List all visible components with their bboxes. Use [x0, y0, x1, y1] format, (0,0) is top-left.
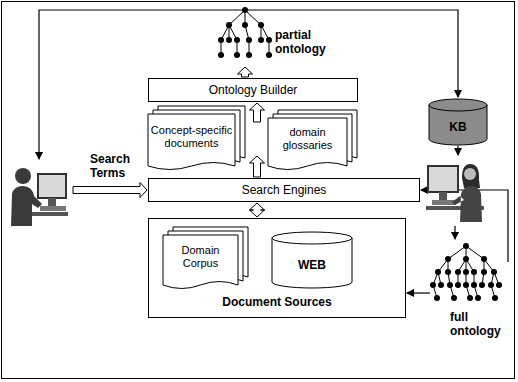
- shape-outline: [215, 4, 333, 66]
- document-page: [268, 118, 347, 170]
- document-page: [163, 235, 238, 289]
- tree-node: [455, 269, 461, 275]
- tree-node: [246, 37, 252, 43]
- document-stack: Concept-specific documents: [148, 106, 246, 172]
- source-group: Document Sources Domain Corpus WEB: [148, 218, 406, 318]
- hollow-arrow: [238, 67, 253, 77]
- node-text: Document Sources: [149, 295, 405, 309]
- head: [15, 168, 31, 184]
- node-text: WEB: [271, 245, 353, 285]
- tree-node: [488, 282, 494, 288]
- head: [464, 168, 476, 180]
- flow-arrow: [454, 226, 455, 239]
- tree-branch: [229, 10, 245, 25]
- keyboard: [40, 206, 66, 211]
- edge-label: Search Terms: [89, 152, 131, 180]
- tree-node: [258, 22, 264, 28]
- tree-node: [226, 22, 232, 28]
- shape-outline: [8, 160, 70, 228]
- engineer-icon: [424, 156, 486, 226]
- tree-node: [463, 282, 469, 288]
- tree-node: [492, 295, 498, 301]
- cylinder-body: [272, 238, 352, 288]
- tree-node: [266, 52, 272, 58]
- hollow-arrow: [250, 203, 265, 217]
- flow-arrow: [407, 292, 430, 293]
- node-text: Ontology Builder: [209, 83, 298, 97]
- tree-node: [258, 37, 264, 43]
- document-stack: domain glossaries: [268, 110, 358, 172]
- cylinder-top: [429, 99, 487, 111]
- tree-node: [246, 52, 252, 58]
- partial-ontology-tree: partial ontology: [215, 4, 333, 66]
- tree-node: [435, 269, 441, 275]
- tree-node: [455, 282, 461, 288]
- tree-node: [218, 37, 224, 43]
- tree-node: [467, 295, 473, 301]
- hollow-arrow: [250, 156, 265, 177]
- web-cylinder: WEB: [271, 231, 353, 289]
- tree-branch: [448, 246, 466, 259]
- tree-node: [475, 295, 481, 301]
- tree-node: [463, 256, 469, 262]
- node-text: full ontology: [450, 310, 501, 338]
- node-text: Search Engines: [242, 183, 327, 197]
- tree-node: [496, 282, 502, 288]
- tree-node: [430, 282, 436, 288]
- tree-node: [451, 295, 457, 301]
- tree-node: [481, 269, 487, 275]
- keyboard: [432, 200, 456, 205]
- tree-node: [226, 37, 232, 43]
- monitor: [38, 174, 66, 198]
- tree-node: [266, 37, 272, 43]
- shape-outline: [424, 156, 486, 226]
- node-text: Concept-specific documents: [150, 116, 233, 158]
- monitor-stand: [439, 192, 447, 200]
- tree-node: [471, 282, 477, 288]
- body: [11, 186, 42, 226]
- tree-node: [438, 282, 444, 288]
- tree-node: [463, 269, 469, 275]
- tree-node: [479, 282, 485, 288]
- hollow-arrow: [73, 183, 147, 198]
- monitor: [428, 166, 458, 192]
- tree-node: [242, 7, 248, 13]
- node-text: Domain Corpus: [165, 237, 236, 277]
- document-stack: Domain Corpus: [163, 227, 249, 291]
- tree-node: [471, 269, 477, 275]
- monitor-stand: [48, 198, 56, 206]
- tree-branch: [466, 246, 484, 259]
- document-page: [148, 114, 235, 170]
- process-box: Search Engines: [148, 178, 420, 202]
- node-text: domain glossaries: [270, 120, 345, 158]
- tree-node: [445, 269, 451, 275]
- flow-arrow: [457, 146, 458, 155]
- tree-node: [234, 52, 240, 58]
- node-text: KB: [428, 112, 488, 142]
- tree-node: [234, 37, 240, 43]
- tree-branch: [245, 10, 261, 25]
- tree-node: [447, 282, 453, 288]
- hair: [462, 164, 480, 188]
- cylinder-top: [272, 232, 352, 244]
- full-ontology-tree: full ontology: [428, 240, 506, 348]
- node-text: partial ontology: [275, 28, 326, 56]
- hollow-arrow: [250, 103, 265, 122]
- tree-node: [463, 243, 469, 249]
- user-icon: [8, 160, 70, 228]
- kb-cylinder: KB: [428, 98, 488, 146]
- tree-node: [218, 52, 224, 58]
- body: [452, 186, 482, 222]
- tree-node: [491, 269, 497, 275]
- tree-node: [445, 256, 451, 262]
- tree-node: [242, 22, 248, 28]
- process-box: Ontology Builder: [148, 78, 358, 102]
- tree-node: [481, 256, 487, 262]
- tree-node: [434, 295, 440, 301]
